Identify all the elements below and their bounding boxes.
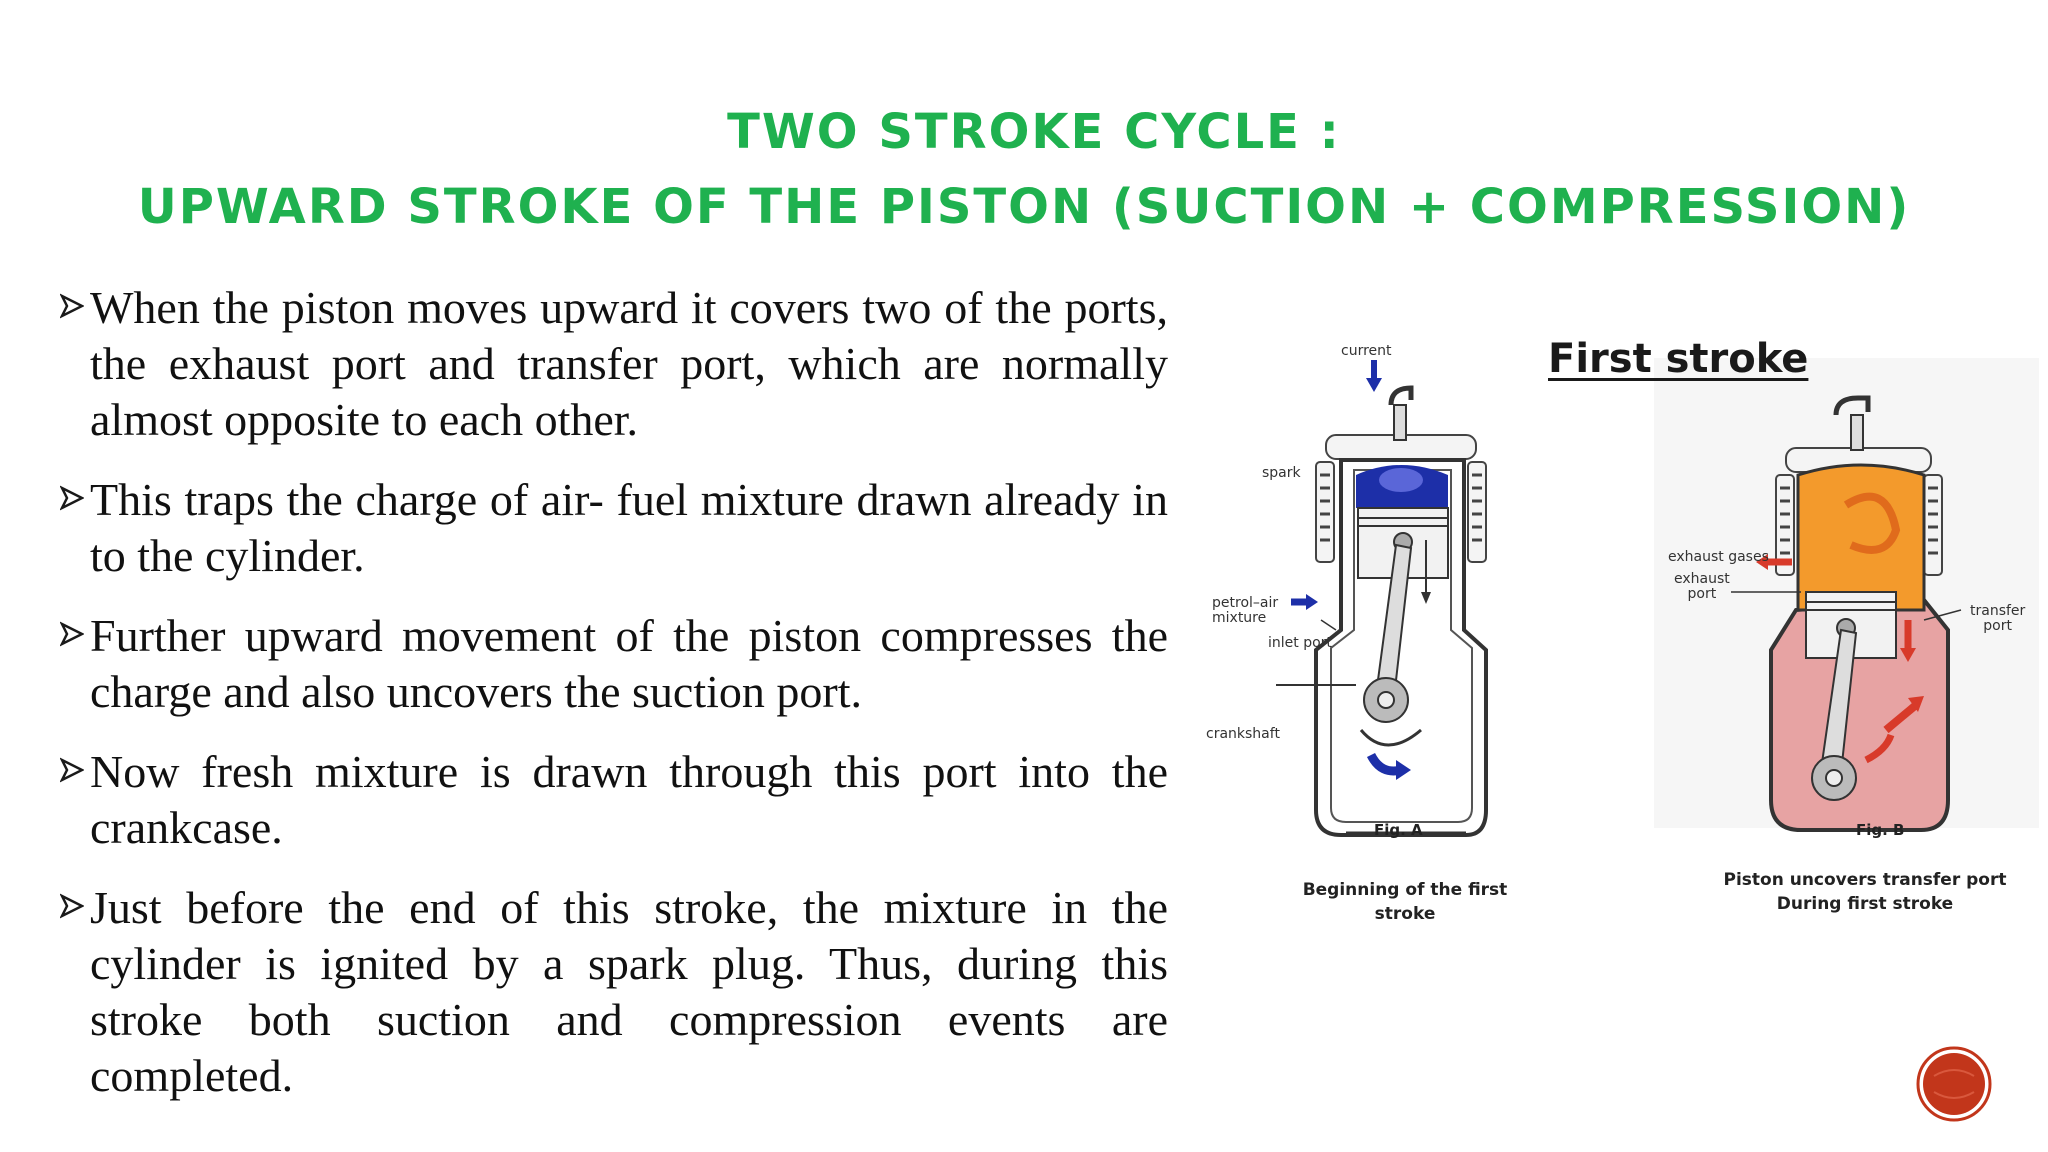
arrow-bullet-icon: [60, 621, 84, 647]
arrow-bullet-icon: [60, 893, 84, 919]
label-current: current: [1341, 343, 1392, 359]
label-transfer-port: transfer port: [1970, 603, 2026, 634]
bullet-text: When the piston moves upward it covers t…: [90, 282, 1168, 445]
bullet-text: Further upward movement of the piston co…: [90, 610, 1168, 717]
fig-a-label: Fig. A: [1374, 821, 1423, 839]
bullet-item: This traps the charge of air- fuel mixtu…: [60, 472, 1168, 584]
engine-diagram: [1276, 358, 2039, 837]
bullet-item: Now fresh mixture is drawn through this …: [60, 744, 1168, 856]
label-exhaust-gases: exhaust gases: [1668, 549, 1769, 565]
label-exhaust-port: exhaust port: [1674, 571, 1730, 602]
bullet-item: When the piston moves upward it covers t…: [60, 280, 1168, 448]
fig-b-engine: [1654, 358, 2039, 832]
label-petrol-air-mixture: petrol–air mixture: [1212, 595, 1279, 626]
fig-a-engine: [1276, 360, 1488, 837]
fig-a-caption: Beginning of the first stroke: [1302, 880, 1508, 924]
arrow-bullet-icon: [60, 485, 84, 511]
slide-badge-icon: [1916, 1046, 1992, 1122]
arrow-bullet-icon: [60, 757, 84, 783]
label-crankshaft: crankshaft: [1206, 726, 1280, 742]
fig-b-caption: Piston uncovers transfer port During fir…: [1720, 868, 2010, 916]
slide-title: TWO STROKE CYCLE : UPWARD STROKE OF THE …: [0, 100, 2048, 239]
label-inlet-port: inlet port: [1268, 635, 1332, 651]
fig-b-label: Fig. B: [1856, 821, 1905, 839]
bullet-text: Now fresh mixture is drawn through this …: [90, 746, 1168, 853]
label-spark: spark: [1262, 465, 1301, 481]
bullet-item: Further upward movement of the piston co…: [60, 608, 1168, 720]
bullet-item: Just before the end of this stroke, the …: [60, 880, 1168, 1104]
bullet-text: This traps the charge of air- fuel mixtu…: [90, 474, 1168, 581]
bullet-list: When the piston moves upward it covers t…: [60, 280, 1168, 1128]
title-line-2: UPWARD STROKE OF THE PISTON (SUCTION + C…: [137, 179, 1911, 235]
figure-title: First stroke: [1548, 336, 1809, 382]
fig-b-caption-line-1: Piston uncovers transfer port: [1723, 870, 2007, 890]
arrow-bullet-icon: [60, 293, 84, 319]
fig-b-caption-line-2: During first stroke: [1776, 894, 1954, 914]
bullet-text: Just before the end of this stroke, the …: [90, 882, 1168, 1101]
title-line-1: TWO STROKE CYCLE :: [727, 104, 1341, 160]
